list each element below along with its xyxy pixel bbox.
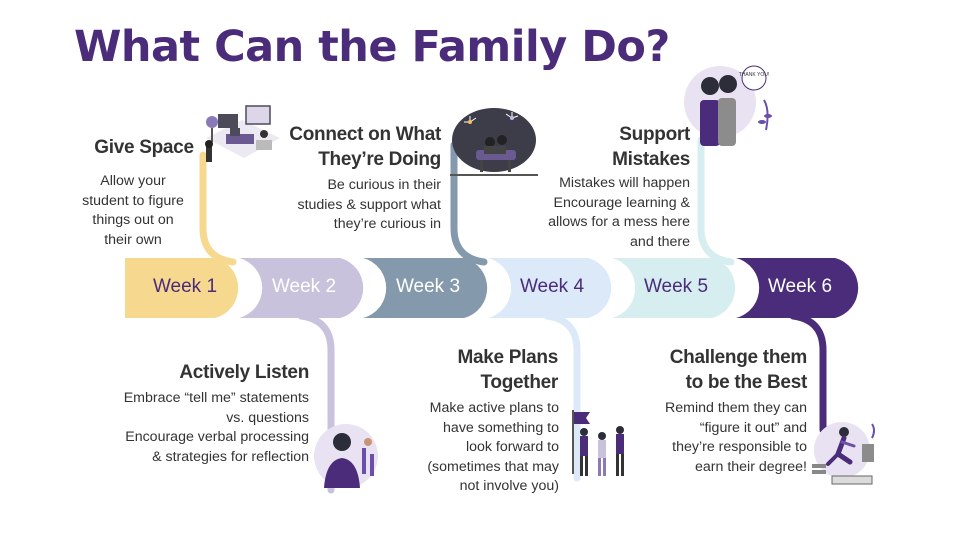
step-heading-give-space: Give Space: [86, 135, 202, 160]
step-body-line: their own: [104, 231, 162, 248]
step-body-line: they’re responsible to: [672, 439, 807, 455]
step-heading-line: Connect on What: [289, 124, 441, 145]
runner-goal-illustration: [812, 422, 875, 485]
week-label-4: Week 4: [519, 276, 585, 297]
woman-waving-illustration: [314, 424, 378, 488]
week-label-3: Week 3: [395, 276, 461, 297]
step-heading-line: Actively Listen: [179, 362, 309, 383]
connector-week5: [697, 136, 735, 266]
home-office-illustration: [205, 105, 280, 162]
step-body-line: Make active plans to: [429, 400, 559, 416]
step-body-give-space: Allow your student to figure things out …: [70, 172, 196, 250]
step-heading-line: Together: [480, 372, 559, 393]
step-heading-make-plans: Make Plans Together: [432, 345, 559, 395]
step-body-support-mistakes: Mistakes will happen Encourage learning …: [513, 174, 690, 252]
step-body-challenge: Remind them they can “figure it out” and…: [638, 399, 807, 477]
step-body-line: Allow your: [100, 173, 166, 189]
band-week4: [488, 258, 612, 318]
couple-fireworks-illustration: [450, 108, 538, 176]
step-body-line: things out on: [92, 212, 174, 228]
step-heading-line: Mistakes: [612, 149, 690, 170]
band-week3: [363, 258, 488, 318]
step-body-make-plans: Make active plans to have something to l…: [393, 399, 559, 497]
week-label-1: Week 1: [152, 276, 218, 297]
step-body-line: vs. questions: [226, 409, 309, 426]
step-body-line: have something to: [443, 419, 559, 436]
step-body-line: “figure it out” and: [699, 419, 807, 436]
step-body-line: earn their degree!: [695, 458, 807, 475]
step-heading-line: Make Plans: [457, 347, 559, 368]
step-heading-line: They’re Doing: [318, 149, 441, 170]
step-body-line: Encourage verbal processing: [125, 429, 309, 445]
step-body-line: Encourage learning &: [553, 194, 690, 211]
step-body-line: studies & support what: [297, 196, 441, 213]
step-body-line: Embrace “tell me” statements: [123, 390, 309, 406]
week-label-6: Week 6: [767, 276, 833, 297]
week-label-2: Week 2: [271, 276, 337, 297]
step-body-line: they’re curious in: [333, 216, 441, 232]
step-body-line: Remind them they can: [665, 400, 807, 416]
step-body-line: student to figure: [82, 192, 184, 209]
step-body-line: Mistakes will happen: [559, 175, 690, 191]
connector-week1: [199, 151, 237, 266]
hug-thank-you-illustration: THANK YOU!: [684, 65, 772, 146]
step-body-actively-listen: Embrace “tell me” statements vs. questio…: [80, 389, 309, 467]
step-heading-support-mistakes: Support Mistakes: [590, 122, 690, 172]
step-heading-actively-listen: Actively Listen: [150, 360, 309, 385]
band-week6: [736, 258, 859, 318]
step-body-line: Be curious in their: [327, 177, 441, 193]
step-heading-line: to be the Best: [685, 372, 808, 393]
step-body-line: allows for a mess here: [548, 214, 690, 230]
step-body-line: and there: [630, 233, 690, 250]
step-heading-line: Challenge them: [669, 347, 808, 368]
step-body-line: & strategies for reflection: [152, 448, 309, 465]
step-body-line: look forward to: [465, 439, 559, 455]
thank-you-text: THANK YOU!: [739, 72, 769, 78]
step-heading-challenge: Challenge them to be the Best: [652, 345, 808, 395]
step-body-line: (sometimes that may: [427, 458, 559, 475]
band-week1: [125, 258, 239, 318]
step-body-connect: Be curious in their studies & support wh…: [262, 176, 441, 235]
step-body-line: not involve you): [459, 478, 559, 494]
step-heading-line: Give Space: [94, 137, 194, 158]
band-week2: [239, 258, 364, 318]
step-heading-line: Support: [619, 124, 690, 145]
week-label-5: Week 5: [643, 276, 709, 297]
step-heading-connect: Connect on What They’re Doing: [270, 122, 441, 172]
page-title: What Can the Family Do?: [74, 22, 670, 72]
group-flag-illustration: [572, 410, 624, 476]
band-week5: [612, 258, 736, 318]
connector-week3: [450, 141, 488, 266]
